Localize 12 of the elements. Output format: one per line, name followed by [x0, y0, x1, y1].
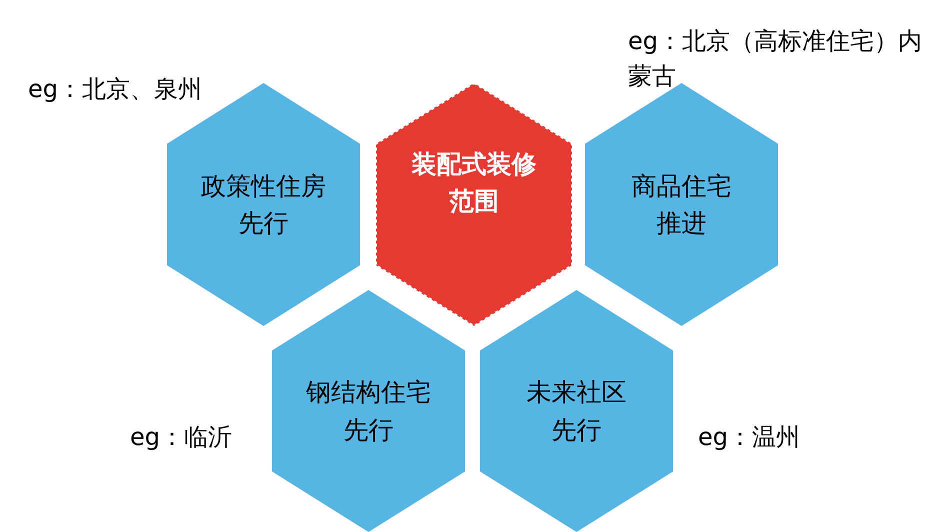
example-note: eg：北京（高标准住宅）内蒙古 [628, 26, 923, 92]
hexagon [480, 290, 673, 532]
hexagon-label: 商品住宅推进 [630, 170, 732, 240]
hexagon-label: 未来社区先行 [526, 376, 628, 446]
example-note: eg：临沂 [130, 422, 233, 453]
highlighted-hexagon [376, 83, 572, 326]
example-note: eg：温州 [698, 422, 801, 453]
hexagon-label: 钢结构住宅先行 [305, 376, 432, 446]
hexagon [272, 290, 465, 532]
hexagon-label: 装配式装修范围 [410, 148, 538, 218]
hexagon-label: 政策性住房先行 [200, 170, 327, 240]
example-note: eg：北京、泉州 [28, 74, 203, 105]
